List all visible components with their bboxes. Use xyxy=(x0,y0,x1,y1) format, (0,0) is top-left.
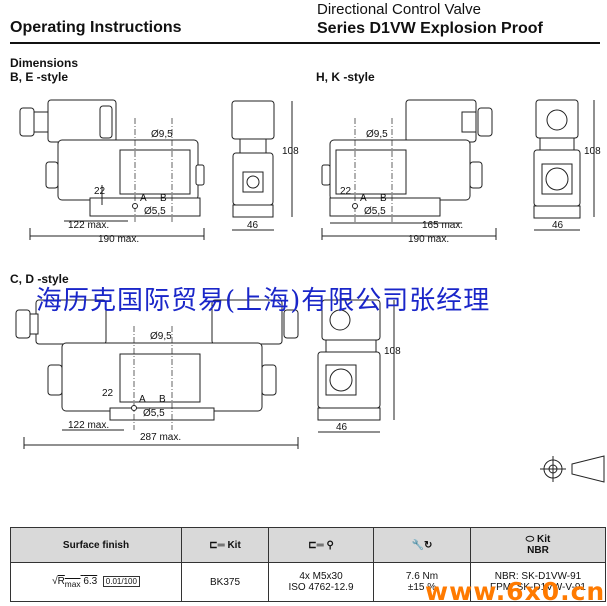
be-dim-d95: Ø9,5 xyxy=(151,129,173,140)
be-dim-108: 108 xyxy=(282,146,299,157)
bolt-icon: ⊏═ xyxy=(209,539,225,551)
cd-port-a: A xyxy=(139,394,146,405)
product-type: Directional Control Valve xyxy=(317,1,481,18)
doc-subtitle: Directional Control Valve Series D1VW Ex… xyxy=(317,0,543,38)
table-row: √Rmax 6.3 0.01/100 BK375 4x M5x30 ISO 47… xyxy=(10,562,606,602)
spec-table: Surface finish ⊏═ Kit ⊏═ ⚲ 🔧↻ ⬭ Kit NBR … xyxy=(10,527,606,602)
wrench-icon: 🔧↻ xyxy=(411,539,433,551)
hk-dim-165: 165 max. xyxy=(422,220,464,231)
dimension-drawings xyxy=(15,99,605,483)
kit-value: BK375 xyxy=(181,562,269,602)
seal-kit-value: NBR: SK-D1VW-91 FPM: SK-D1VW-V-91 xyxy=(470,562,606,602)
section-hk-style: H, K -style xyxy=(316,70,375,84)
hk-dim-d55: Ø5,5 xyxy=(364,206,386,217)
hk-dim-d95: Ø9,5 xyxy=(366,129,388,140)
be-dim-122: 122 max. xyxy=(68,220,110,231)
be-dim-190: 190 max. xyxy=(98,234,140,245)
doc-title: Operating Instructions xyxy=(10,19,182,36)
screw-caliper-icon: ⊏═ ⚲ xyxy=(308,539,334,551)
overlay-company-text: 海历克国际贸易(上海)有限公司张经理 xyxy=(36,286,491,316)
be-end-view xyxy=(231,100,293,231)
hk-dim-108: 108 xyxy=(584,146,601,157)
roughness-symbol: √Rmax 6.3 xyxy=(52,575,98,589)
watermark-text: www.6x0.cn xyxy=(425,577,606,606)
cd-dim-287: 287 max. xyxy=(140,432,182,443)
cd-dim-122: 122 max. xyxy=(68,420,110,431)
cd-dim-46: 46 xyxy=(336,422,348,433)
surface-finish-value: √Rmax 6.3 0.01/100 xyxy=(10,562,182,602)
cd-side-view xyxy=(15,299,299,449)
cd-dim-108: 108 xyxy=(384,346,401,357)
header-kit-bolt: ⊏═ Kit xyxy=(181,527,269,563)
be-dim-d55: Ø5,5 xyxy=(144,206,166,217)
be-port-a: A xyxy=(140,193,147,204)
header-seal-kit: ⬭ Kit NBR xyxy=(470,527,606,563)
section-cd-style: C, D -style xyxy=(10,272,69,286)
cd-dim-d95: Ø9,5 xyxy=(150,331,172,342)
be-dim-46: 46 xyxy=(247,220,259,231)
section-be-style: B, E -style xyxy=(10,70,69,84)
cd-end-view xyxy=(317,299,395,433)
product-series: Series D1VW Explosion Proof xyxy=(317,20,543,37)
o-ring-icon: ⬭ xyxy=(525,534,535,545)
projection-symbol-icon xyxy=(540,455,605,483)
hk-port-a: A xyxy=(360,193,367,204)
be-side-view xyxy=(19,99,205,240)
hk-port-b: B xyxy=(380,193,387,204)
spec-table-header: Surface finish ⊏═ Kit ⊏═ ⚲ 🔧↻ ⬭ Kit NBR xyxy=(10,527,606,563)
hk-side-view xyxy=(321,99,497,240)
hk-end-view xyxy=(533,99,595,231)
screws-value: 4x M5x30 ISO 4762-12.9 xyxy=(268,562,374,602)
cd-dim-22: 22 xyxy=(102,388,114,399)
cd-port-b: B xyxy=(159,394,166,405)
header-rule xyxy=(10,42,600,44)
hk-dim-22: 22 xyxy=(340,186,352,197)
section-dimensions: Dimensions xyxy=(10,56,79,70)
torque-value: 7.6 Nm ±15 % xyxy=(373,562,471,602)
flatness-value: 0.01/100 xyxy=(102,575,140,587)
be-port-b: B xyxy=(160,193,167,204)
hk-dim-190: 190 max. xyxy=(408,234,450,245)
header-surface-finish: Surface finish xyxy=(10,527,182,563)
header-torque: 🔧↻ xyxy=(373,527,471,563)
hk-dim-46: 46 xyxy=(552,220,564,231)
header-screws: ⊏═ ⚲ xyxy=(268,527,374,563)
be-dim-22: 22 xyxy=(94,186,106,197)
cd-dim-d55: Ø5,5 xyxy=(143,408,165,419)
